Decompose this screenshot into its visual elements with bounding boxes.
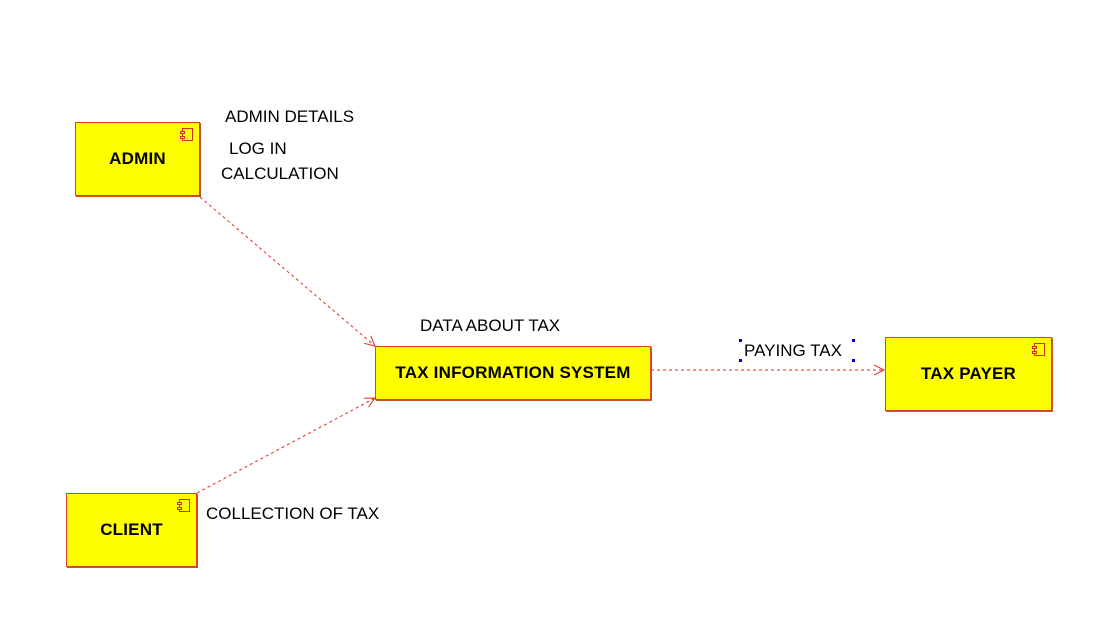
admin-details-label: ADMIN DETAILS [225,107,355,126]
calculation-label: CALCULATION [221,164,339,183]
collection-of-tax-label: COLLECTION OF TAX [206,504,380,523]
component-icon [1032,343,1045,356]
admin-component[interactable]: ADMIN [75,122,200,196]
component-icon [177,499,190,512]
edge-client-to-tax-system[interactable] [196,398,375,494]
tax-information-system-label: TAX INFORMATION SYSTEM [395,363,631,382]
selection-handle[interactable] [852,339,855,342]
selection-handle[interactable] [739,339,742,342]
tax-payer-component[interactable]: TAX PAYER [885,337,1052,411]
tax-payer-label: TAX PAYER [920,364,1016,383]
edge-admin-to-tax-system[interactable] [199,196,375,346]
tax-information-system-component[interactable]: TAX INFORMATION SYSTEM [375,346,651,400]
client-component[interactable]: CLIENT [66,493,197,567]
client-label: CLIENT [100,520,163,539]
selection-handle[interactable] [852,359,855,362]
log-in-label: LOG IN [229,139,287,158]
data-about-tax-label: DATA ABOUT TAX [420,316,561,335]
selection-handle[interactable] [739,359,742,362]
component-icon [180,128,193,141]
paying-tax-label[interactable]: PAYING TAX [744,341,842,360]
admin-label: ADMIN [109,149,166,168]
